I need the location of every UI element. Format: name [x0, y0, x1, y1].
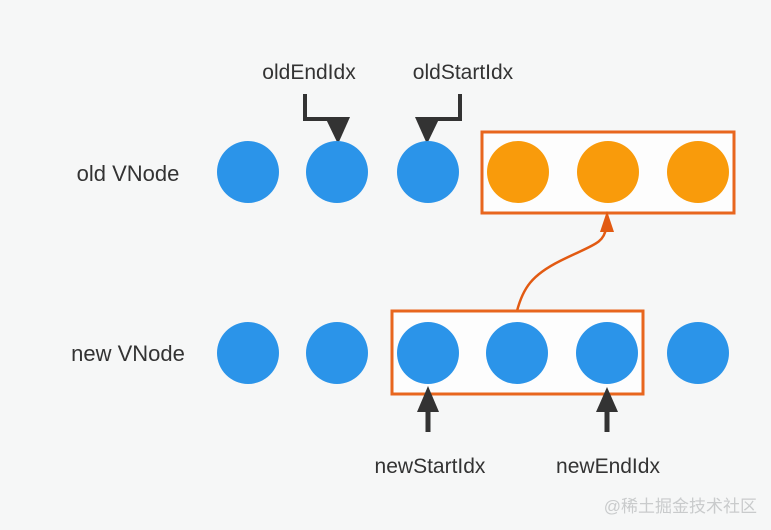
move-arrow-arrowhead-icon [600, 211, 614, 232]
new-node-3 [397, 322, 459, 384]
new-start-idx-label: newStartIdx [375, 455, 486, 478]
new-node-1 [217, 322, 279, 384]
new-row-label: new VNode [71, 341, 185, 366]
old-end-idx-label: oldEndIdx [262, 61, 356, 84]
old-end-idx-arrowhead-icon [325, 117, 350, 144]
move-arrow-curve [515, 227, 608, 312]
new-node-6 [667, 322, 729, 384]
old-row-label: old VNode [77, 161, 180, 186]
old-node-3 [397, 141, 459, 203]
watermark: @稀土掘金技术社区 [604, 497, 757, 516]
new-end-idx-arrowhead-icon [596, 387, 618, 412]
new-start-idx-arrowhead-icon [417, 386, 439, 412]
old-node-5 [577, 141, 639, 203]
old-start-idx-label: oldStartIdx [413, 61, 514, 84]
old-node-2 [306, 141, 368, 203]
old-node-4 [487, 141, 549, 203]
new-node-2 [306, 322, 368, 384]
new-node-5 [576, 322, 638, 384]
old-node-1 [217, 141, 279, 203]
old-node-6 [667, 141, 729, 203]
old-start-idx-pointer-line [429, 94, 462, 121]
new-node-4 [486, 322, 548, 384]
old-end-idx-pointer-line [303, 94, 336, 121]
old-start-idx-arrowhead-icon [415, 117, 440, 144]
new-end-idx-label: newEndIdx [556, 455, 660, 478]
